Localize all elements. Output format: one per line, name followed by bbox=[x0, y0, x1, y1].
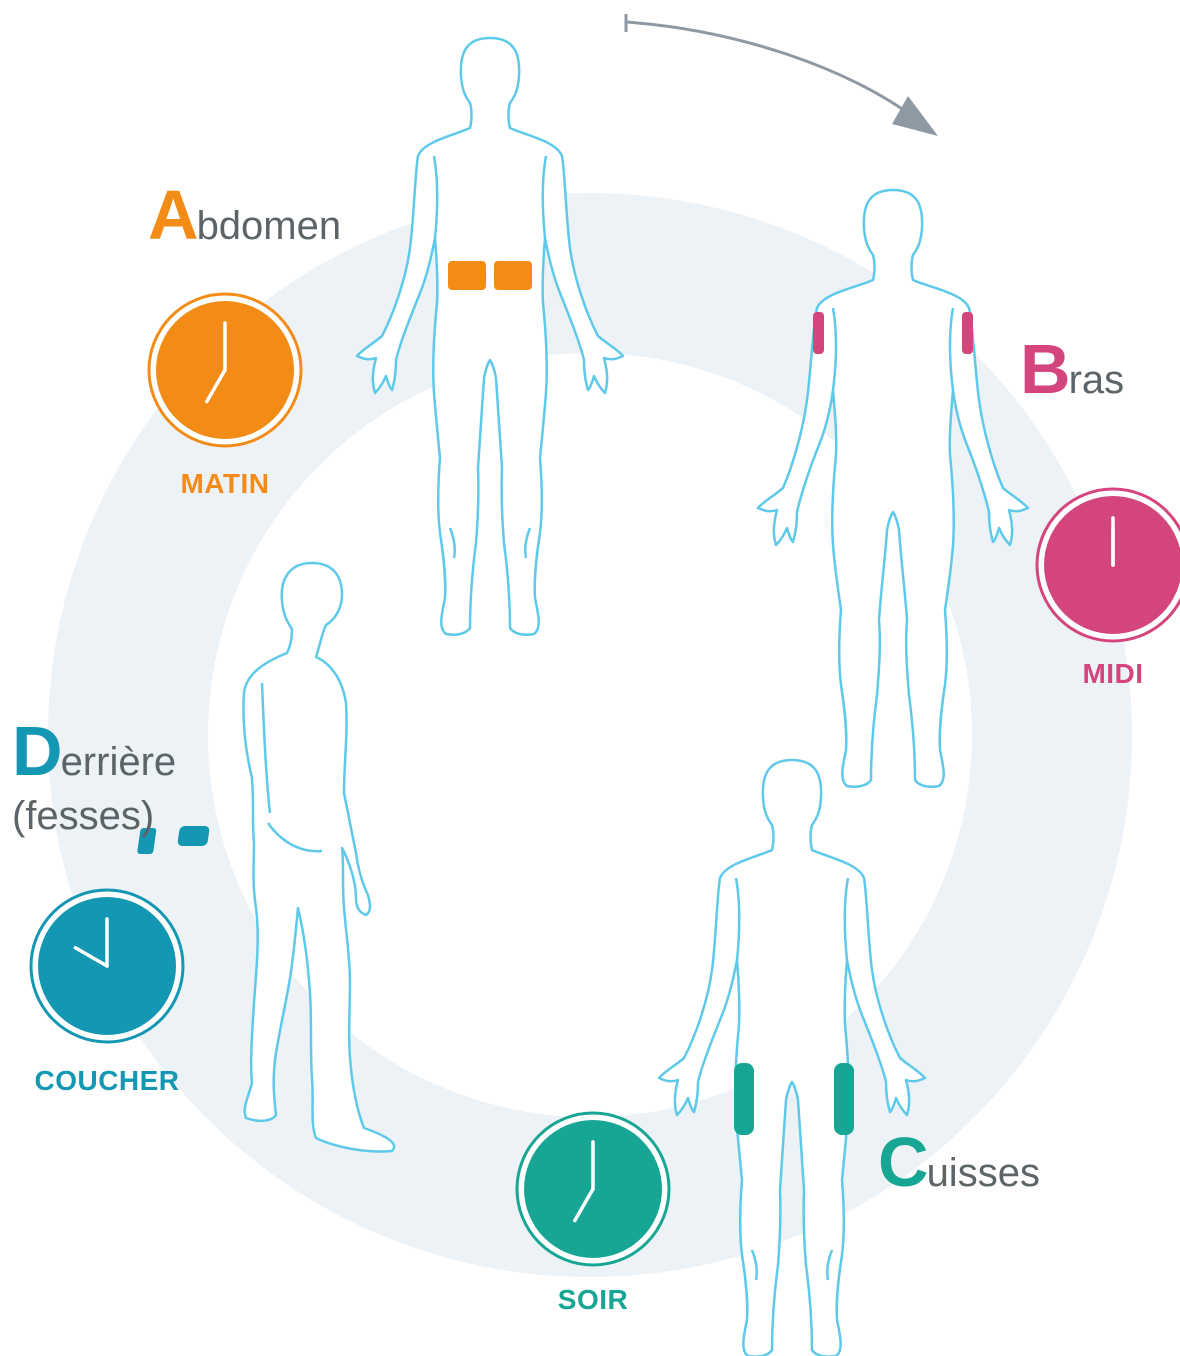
bras-label: Bras bbox=[1020, 334, 1124, 404]
matin-time-label: MATIN bbox=[125, 470, 325, 498]
human-figure-icon bbox=[357, 38, 623, 635]
derriere-sub: (fesses) bbox=[12, 796, 176, 836]
derriere-rest: errière bbox=[61, 740, 177, 784]
bras-clock-icon bbox=[1037, 489, 1180, 641]
soir-time-label: SOIR bbox=[493, 1286, 693, 1314]
cuisses-rest: uisses bbox=[927, 1151, 1040, 1195]
derriere-label: Derrière (fesses) bbox=[12, 716, 176, 836]
abdomen-rest: bdomen bbox=[197, 204, 342, 248]
cuisses-initial: C bbox=[878, 1123, 927, 1201]
human-figure-icon bbox=[659, 760, 925, 1356]
derriere-initial: D bbox=[12, 712, 61, 790]
derriere-clock-icon bbox=[31, 890, 183, 1042]
abdomen-label: Abdomen bbox=[148, 180, 341, 250]
coucher-time-label: COUCHER bbox=[7, 1067, 207, 1095]
midi-time-label: MIDI bbox=[1013, 660, 1180, 688]
curved-arrow-icon bbox=[626, 14, 938, 136]
bras-initial: B bbox=[1020, 330, 1069, 408]
cuisses-label: Cuisses bbox=[878, 1127, 1040, 1197]
bras-rest: ras bbox=[1069, 358, 1125, 402]
abdomen-clock-icon bbox=[149, 294, 301, 446]
abdomen-initial: A bbox=[148, 176, 197, 254]
cuisses-clock-icon bbox=[517, 1113, 669, 1265]
